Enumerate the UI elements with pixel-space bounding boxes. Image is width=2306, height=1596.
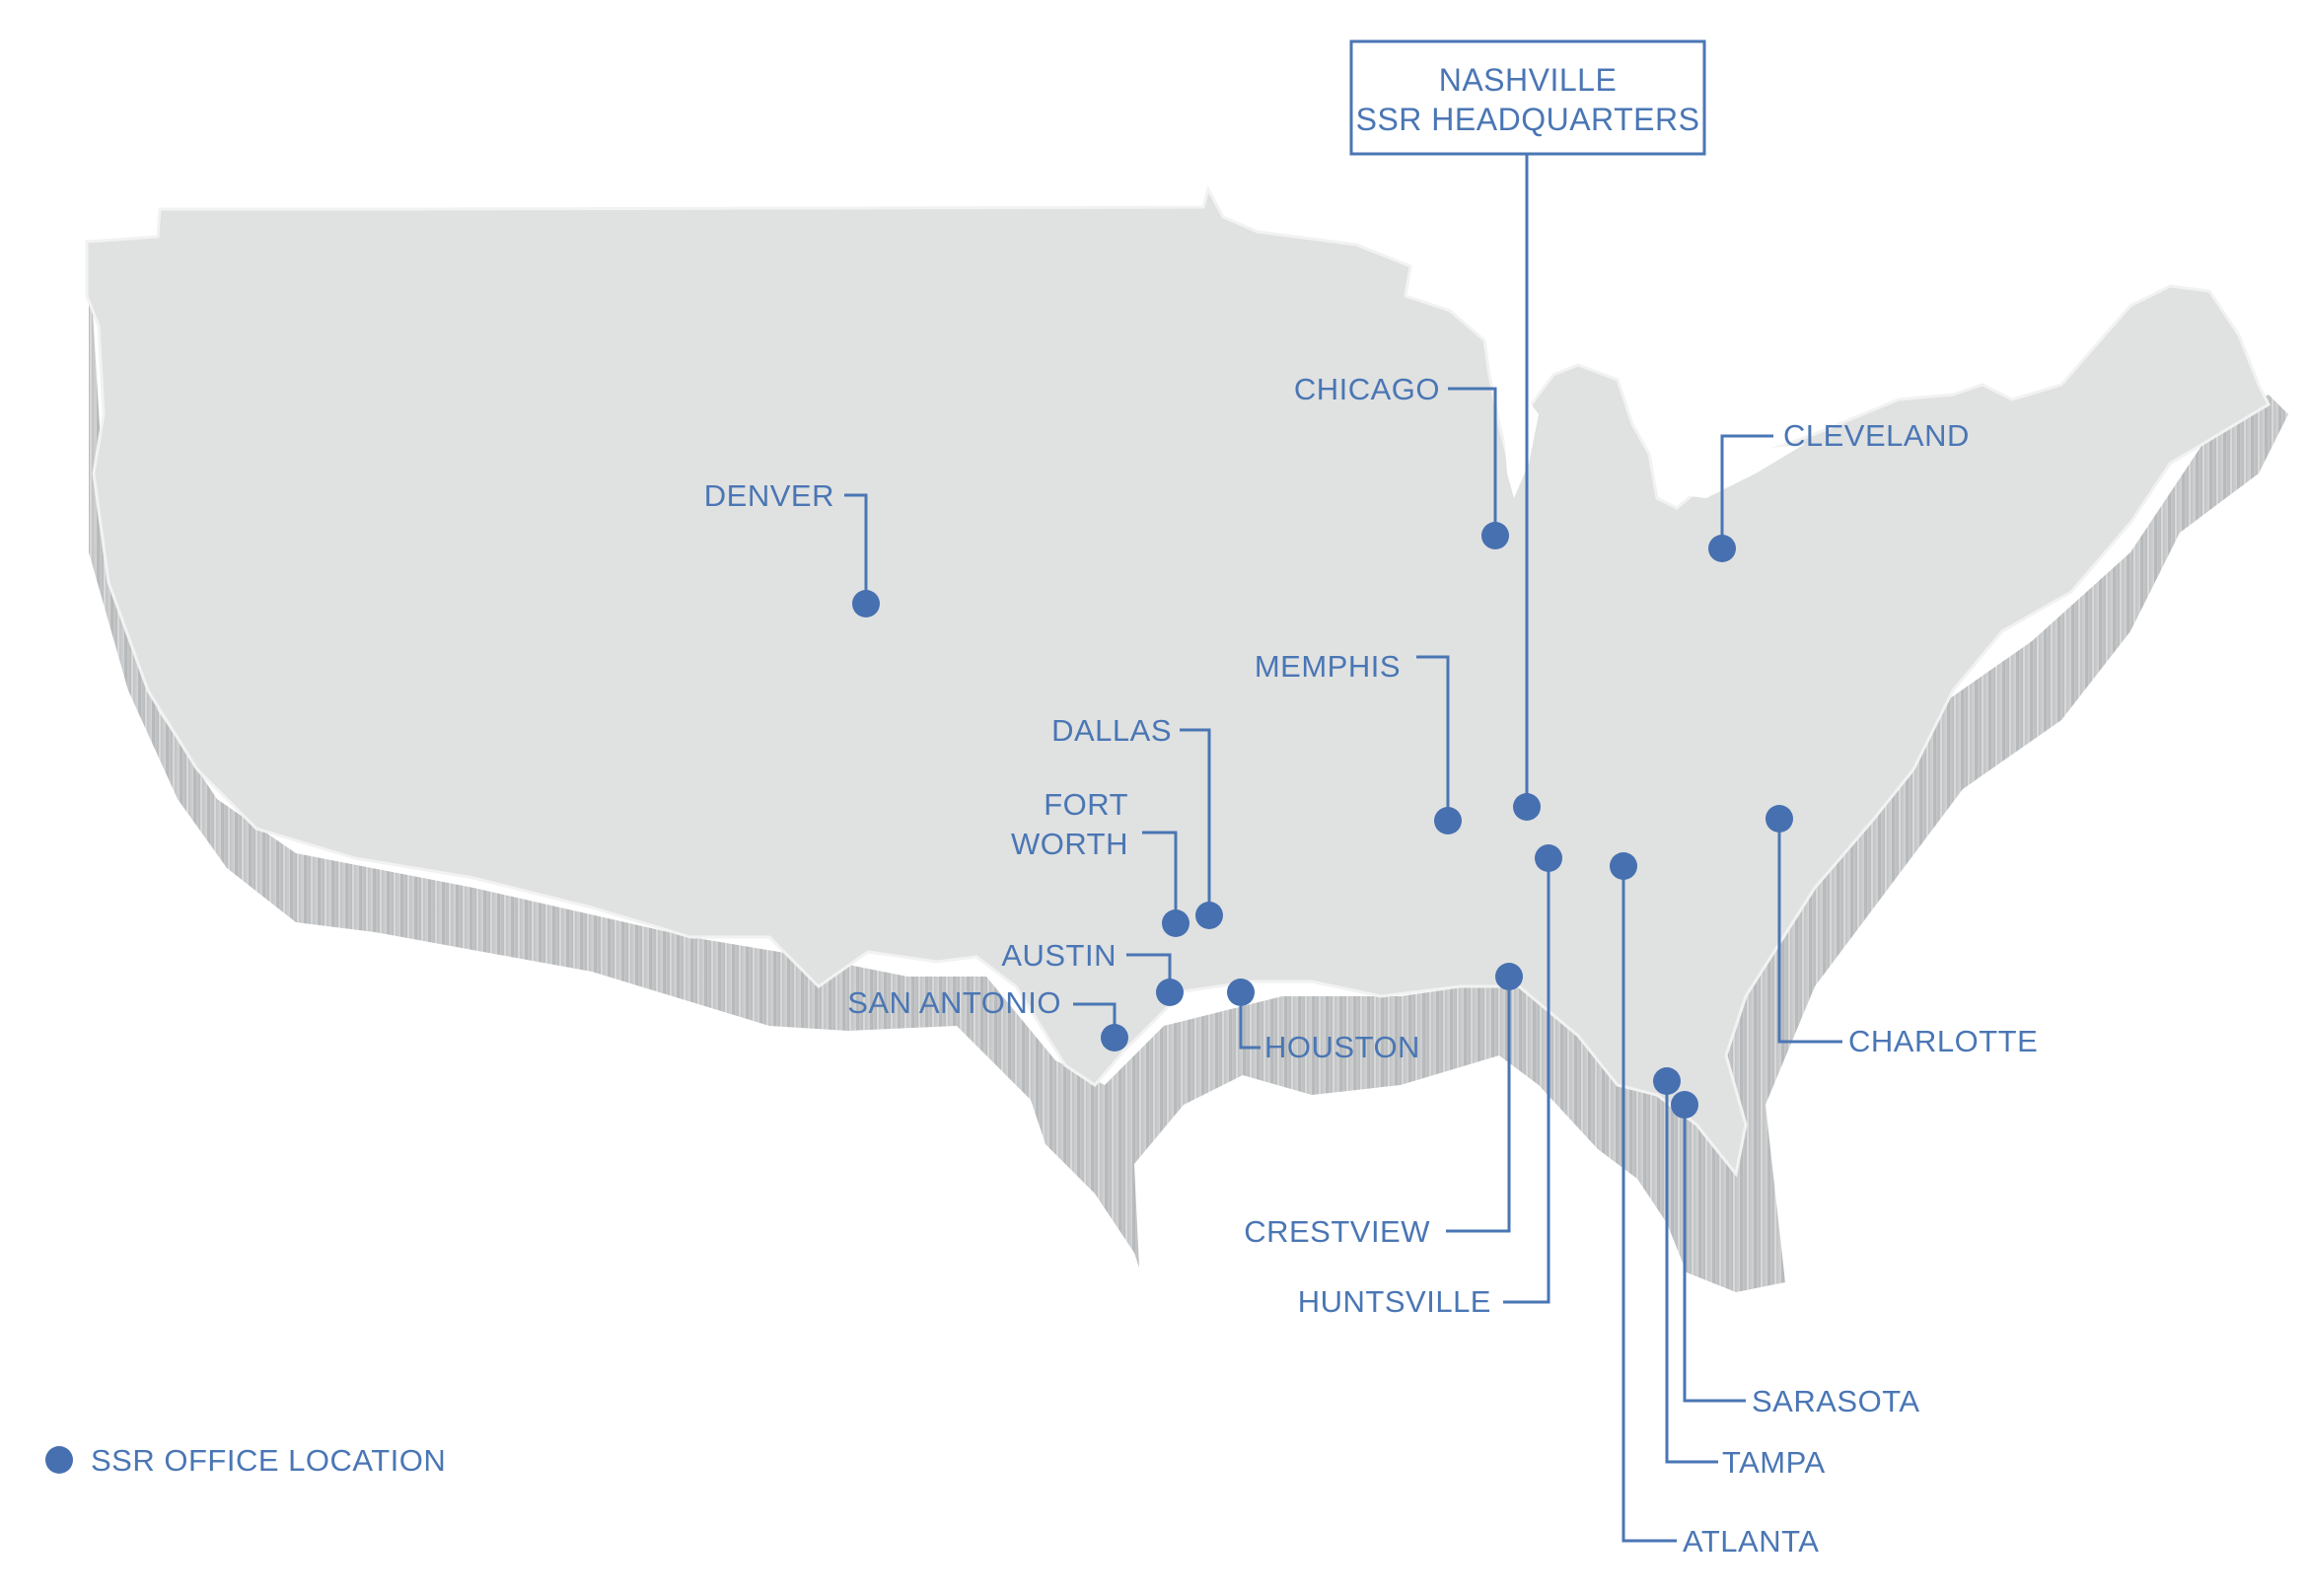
marker-austin[interactable] xyxy=(1156,979,1184,1006)
tampa-leader xyxy=(1665,1081,1718,1464)
marker-sarasota[interactable] xyxy=(1671,1091,1698,1119)
marker-cleveland[interactable] xyxy=(1708,535,1736,562)
marker-san-antonio[interactable] xyxy=(1101,1024,1128,1052)
sarasota-leader xyxy=(1683,1105,1746,1403)
headquarters-line1: NASHVILLE xyxy=(1439,62,1618,98)
land-extrusion xyxy=(89,247,2288,1292)
headquarters-box xyxy=(1349,39,1706,156)
marker-chicago[interactable] xyxy=(1481,522,1509,549)
marker-fort-worth[interactable] xyxy=(1162,909,1189,937)
marker-houston[interactable] xyxy=(1227,979,1255,1006)
dallas-leader xyxy=(1180,728,1211,915)
marker-dallas[interactable] xyxy=(1195,902,1223,929)
label-tampa: TAMPA xyxy=(1722,1445,1826,1480)
denver-leader xyxy=(844,493,868,604)
fort-worth-leader xyxy=(1142,831,1178,923)
charlotte-leader xyxy=(1777,819,1842,1044)
memphis-leader xyxy=(1416,655,1450,821)
label-fort-worth-line1: FORT xyxy=(1044,787,1128,822)
label-san-antonio: SAN ANTONIO xyxy=(847,985,1061,1020)
label-charlotte: CHARLOTTE xyxy=(1848,1024,2038,1058)
marker-memphis[interactable] xyxy=(1434,807,1462,834)
label-cleveland: CLEVELAND xyxy=(1783,418,1970,453)
label-denver: DENVER xyxy=(704,478,834,513)
marker-huntsville[interactable] xyxy=(1535,844,1562,872)
houston-leader xyxy=(1239,992,1261,1050)
office-labels: CHICAGO CLEVELAND DENVER MEMPHIS DALLAS … xyxy=(704,372,2038,1559)
dot-icon xyxy=(45,1446,73,1474)
marker-charlotte[interactable] xyxy=(1766,805,1793,833)
atlanta-leader xyxy=(1621,866,1677,1543)
label-dallas: DALLAS xyxy=(1051,713,1172,748)
cleveland-leader xyxy=(1720,434,1773,548)
lake-michigan-cutout xyxy=(1504,395,1539,498)
label-memphis: MEMPHIS xyxy=(1255,649,1401,684)
label-huntsville: HUNTSVILLE xyxy=(1298,1284,1491,1319)
marker-atlanta[interactable] xyxy=(1610,852,1637,880)
marker-crestview[interactable] xyxy=(1495,963,1523,990)
label-fort-worth-line2: WORTH xyxy=(1011,827,1128,861)
label-chicago: CHICAGO xyxy=(1294,372,1440,406)
great-lakes-cutout xyxy=(1667,444,1805,498)
legend-label: SSR OFFICE LOCATION xyxy=(91,1443,446,1478)
crestview-leader xyxy=(1446,977,1511,1233)
label-sarasota: SARASOTA xyxy=(1752,1384,1920,1418)
chicago-leader xyxy=(1448,387,1497,536)
marker-denver[interactable] xyxy=(852,590,880,617)
headquarters-line2: SSR HEADQUARTERS xyxy=(1356,102,1700,137)
marker-nashville[interactable] xyxy=(1513,793,1541,821)
legend: SSR OFFICE LOCATION xyxy=(45,1443,446,1478)
marker-tampa[interactable] xyxy=(1653,1067,1681,1095)
label-austin: AUSTIN xyxy=(1001,938,1117,973)
label-atlanta: ATLANTA xyxy=(1683,1524,1819,1559)
label-houston: HOUSTON xyxy=(1264,1030,1420,1064)
office-markers xyxy=(852,522,1793,1119)
label-crestview: CRESTVIEW xyxy=(1244,1214,1430,1249)
huntsville-leader xyxy=(1503,858,1550,1304)
